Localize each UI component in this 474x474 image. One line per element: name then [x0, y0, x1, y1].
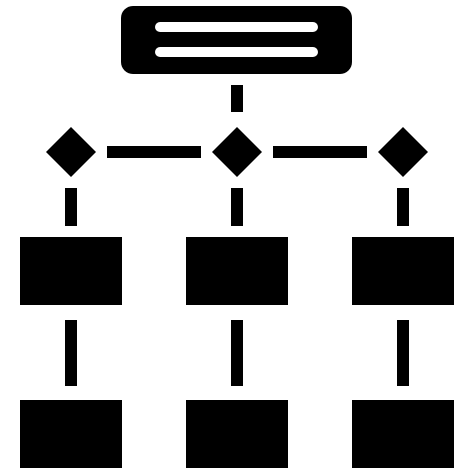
box-row2-right: [352, 400, 454, 468]
connector-left-down: [65, 188, 77, 226]
header-lines: [155, 22, 318, 57]
top-header-block: [121, 6, 352, 74]
diamond-left: [46, 127, 96, 177]
connector-middle-row2: [231, 320, 243, 386]
box-row2-left: [20, 400, 122, 468]
connector-left-to-middle: [107, 146, 201, 158]
box-row1-middle: [186, 237, 288, 305]
connector-right-row2: [397, 320, 409, 386]
connector-left-row2: [65, 320, 77, 386]
diamond-right: [378, 127, 428, 177]
box-row1-left: [20, 237, 122, 305]
connector-middle-down: [231, 188, 243, 226]
connector-middle-to-right: [273, 146, 367, 158]
box-row2-middle: [186, 400, 288, 468]
connector-right-down: [397, 188, 409, 226]
diamond-middle: [212, 127, 262, 177]
connector-header-to-middle: [231, 85, 243, 112]
header-line-bottom: [155, 47, 318, 57]
header-line-top: [155, 22, 318, 32]
box-row1-right: [352, 237, 454, 305]
